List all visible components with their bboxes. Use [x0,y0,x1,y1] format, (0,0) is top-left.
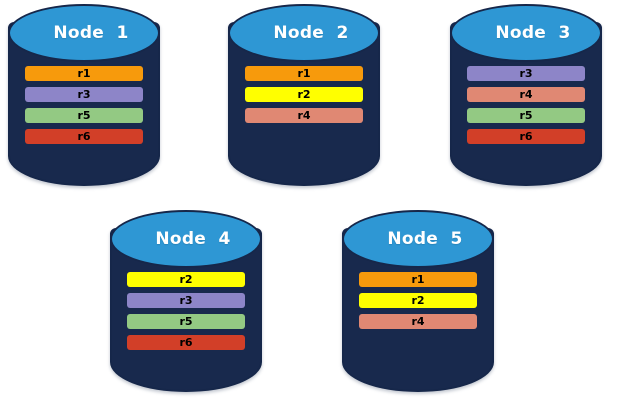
replica-bar-stack: r1 r3 r5 r6 [8,66,160,144]
cylinder-top-ellipse [110,210,262,268]
node-title-label: Node 2 [273,23,349,43]
database-node-cylinder[interactable]: Node 5 r1 r2 r4 [342,210,494,392]
cylinder-top-ellipse [450,4,602,62]
replica-bar[interactable]: r4 [467,87,585,102]
replica-bar-stack: r1 r2 r4 [342,272,494,329]
replica-bar-stack: r2 r3 r5 r6 [110,272,262,350]
replica-bar[interactable]: r1 [25,66,143,81]
replica-bar[interactable]: r5 [25,108,143,123]
replica-bar[interactable]: r5 [467,108,585,123]
replica-bar[interactable]: r2 [359,293,477,308]
replica-bar[interactable]: r2 [245,87,363,102]
replica-bar[interactable]: r3 [467,66,585,81]
cylinder-top-ellipse [8,4,160,62]
node-title-label: Node 1 [53,23,129,43]
replica-bar[interactable]: r4 [359,314,477,329]
database-node-cylinder[interactable]: Node 3 r3 r4 r5 r6 [450,4,602,186]
node-title-label: Node 5 [387,229,463,249]
replica-bar[interactable]: r3 [127,293,245,308]
replica-bar[interactable]: r1 [359,272,477,287]
replica-bar[interactable]: r4 [245,108,363,123]
replica-bar-stack: r3 r4 r5 r6 [450,66,602,144]
replica-bar[interactable]: r6 [467,129,585,144]
node-title-label: Node 3 [495,23,571,43]
cylinder-top-ellipse [228,4,380,62]
cylinder-top-ellipse [342,210,494,268]
replica-bar-stack: r1 r2 r4 [228,66,380,123]
replica-bar[interactable]: r6 [127,335,245,350]
replica-bar[interactable]: r5 [127,314,245,329]
replica-bar[interactable]: r1 [245,66,363,81]
database-node-cylinder[interactable]: Node 4 r2 r3 r5 r6 [110,210,262,392]
replica-bar[interactable]: r3 [25,87,143,102]
database-node-cylinder[interactable]: Node 2 r1 r2 r4 [228,4,380,186]
replica-bar[interactable]: r2 [127,272,245,287]
database-node-cylinder[interactable]: Node 1 r1 r3 r5 r6 [8,4,160,186]
node-title-label: Node 4 [155,229,231,249]
replica-bar[interactable]: r6 [25,129,143,144]
